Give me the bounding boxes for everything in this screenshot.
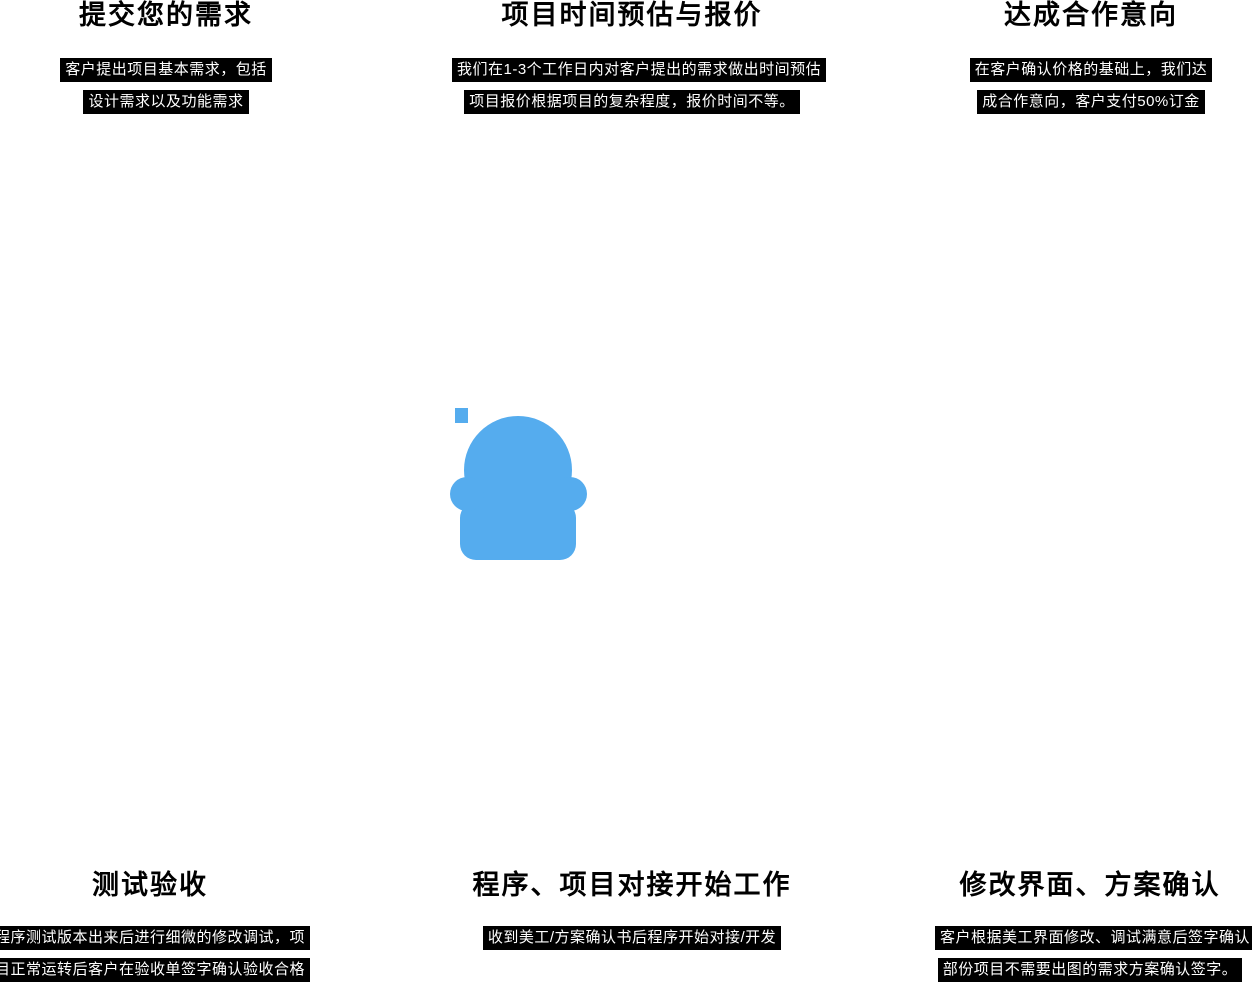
step-description-line: 客户根据美工界面修改、调试满意后签字确认 <box>935 926 1252 950</box>
step-testing-acceptance: 测试验收 程序测试版本出来后进行细微的修改调试，项 目正常运转后客户在验收单签字… <box>0 870 311 982</box>
step-description-row: 设计需求以及功能需求 <box>0 90 332 114</box>
step-description-row: 我们在1-3个工作日内对客户提出的需求做出时间预估 <box>452 58 827 82</box>
step-description-row: 项目报价根据项目的复杂程度，报价时间不等。 <box>452 90 812 114</box>
step-description-line: 项目报价根据项目的复杂程度，报价时间不等。 <box>464 90 800 114</box>
step-title: 测试验收 <box>92 870 208 900</box>
step-description-line: 客户提出项目基本需求，包括 <box>60 58 272 82</box>
step-description-row: 客户提出项目基本需求，包括 <box>0 58 332 82</box>
step-description-row: 程序测试版本出来后进行细微的修改调试，项 <box>0 926 311 950</box>
step-description-line: 在客户确认价格的基础上，我们达 <box>969 58 1213 82</box>
step-title: 提交您的需求 <box>79 0 253 30</box>
step-title: 项目时间预估与报价 <box>501 0 763 30</box>
step-description-row: 成合作意向，客户支付50%订金 <box>961 90 1221 114</box>
step-submit-requirements: 提交您的需求 客户提出项目基本需求，包括 设计需求以及功能需求 <box>0 0 332 114</box>
customer-service-icon <box>450 404 590 564</box>
step-description-row: 在客户确认价格的基础上，我们达 <box>961 58 1221 82</box>
step-description-row: 目正常运转后客户在验收单签字确认验收合格 <box>0 958 311 982</box>
step-title: 达成合作意向 <box>1004 0 1178 30</box>
step-time-estimate-quote: 项目时间预估与报价 我们在1-3个工作日内对客户提出的需求做出时间预估 项目报价… <box>452 0 827 114</box>
step-ui-plan-confirmation: 修改界面、方案确认 客户根据美工界面修改、调试满意后签字确认 部份项目不需要出图… <box>935 870 1252 982</box>
step-description-line: 部份项目不需要出图的需求方案确认签字。 <box>937 958 1243 982</box>
step-title: 程序、项目对接开始工作 <box>472 870 792 900</box>
step-title: 修改界面、方案确认 <box>959 870 1221 900</box>
step-description-row: 收到美工/方案确认书后程序开始对接/开发 <box>452 926 812 950</box>
step-cooperation-intent: 达成合作意向 在客户确认价格的基础上，我们达 成合作意向，客户支付50%订金 <box>961 0 1221 114</box>
step-development-start: 程序、项目对接开始工作 收到美工/方案确认书后程序开始对接/开发 <box>452 870 812 950</box>
step-description-line: 设计需求以及功能需求 <box>83 90 249 114</box>
step-description-line: 我们在1-3个工作日内对客户提出的需求做出时间预估 <box>452 58 827 82</box>
step-description-line: 目正常运转后客户在验收单签字确认验收合格 <box>0 958 311 982</box>
step-description-line: 程序测试版本出来后进行细微的修改调试，项 <box>0 926 311 950</box>
step-description-row: 客户根据美工界面修改、调试满意后签字确认 <box>935 926 1252 950</box>
step-description-line: 成合作意向，客户支付50%订金 <box>977 90 1205 114</box>
step-description-row: 部份项目不需要出图的需求方案确认签字。 <box>935 958 1245 982</box>
step-description-line: 收到美工/方案确认书后程序开始对接/开发 <box>482 926 782 950</box>
